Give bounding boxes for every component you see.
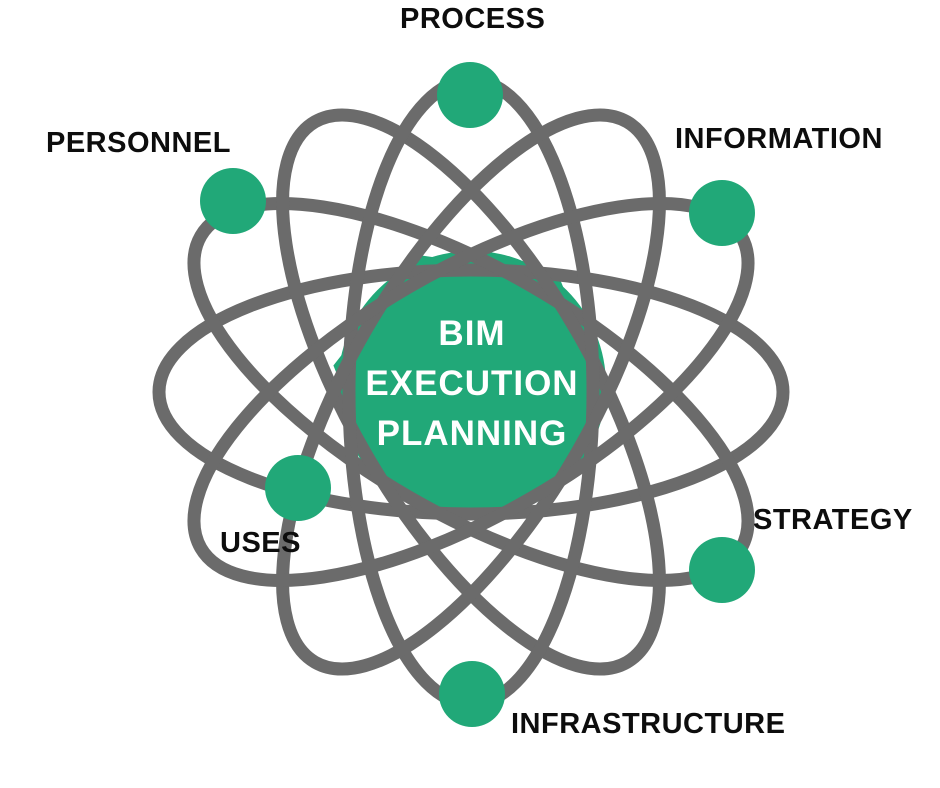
node-label-strategy: STRATEGY: [753, 504, 913, 536]
node-dot-process: [437, 62, 503, 128]
orbit-ring-3: [276, 108, 666, 676]
node-dot-information: [689, 180, 755, 246]
center-title-line-1: BIM: [438, 314, 506, 353]
node-dot-infrastructure: [439, 661, 505, 727]
center-title-line-3: PLANNING: [376, 414, 568, 453]
orbit-ring-5: [276, 108, 666, 676]
node-dot-personnel: [200, 168, 266, 234]
center-title-line-2: EXECUTION: [365, 364, 579, 403]
core-hexagon: [333, 255, 611, 515]
node-label-process: PROCESS: [400, 3, 546, 35]
node-label-personnel: PERSONNEL: [46, 127, 231, 159]
center-title: BIM EXECUTION PLANNING: [321, 309, 623, 459]
orbit-ring-1: [152, 263, 790, 521]
node-label-information: INFORMATION: [675, 123, 883, 155]
node-dot-strategy: [689, 537, 755, 603]
node-label-uses: USES: [220, 527, 301, 559]
node-label-infrastructure: INFRASTRUCTURE: [511, 708, 786, 740]
node-dot-uses: [265, 455, 331, 521]
